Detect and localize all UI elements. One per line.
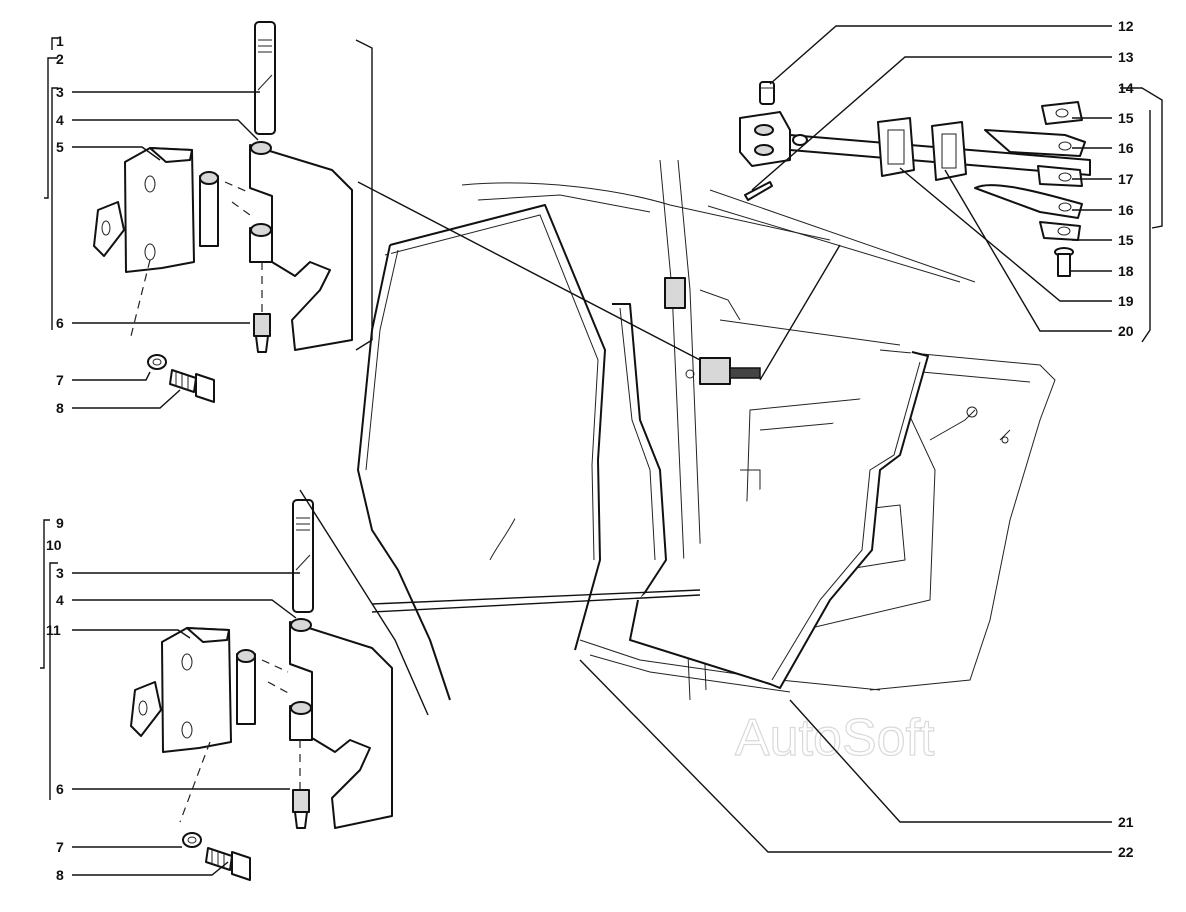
callout-18: 18 [1118, 263, 1134, 279]
callout-16: 16 [1118, 140, 1134, 156]
callout-3: 3 [56, 84, 64, 100]
callout-16-second: 16 [1118, 202, 1134, 218]
callout-19: 19 [1118, 293, 1134, 309]
callout-2: 2 [56, 51, 64, 67]
callout-21: 21 [1118, 814, 1134, 830]
callout-8-lower: 8 [56, 867, 64, 883]
leader-lines [40, 25, 1163, 876]
callout-7: 7 [56, 372, 64, 388]
door-check-exploded [739, 81, 1091, 277]
callout-12: 12 [1118, 18, 1134, 34]
callout-3-lower: 3 [56, 565, 64, 581]
callout-11: 11 [46, 622, 61, 638]
front-door-seal [629, 351, 929, 689]
upper-hinge-exploded [93, 21, 353, 403]
callout-15-second: 15 [1118, 232, 1134, 248]
callout-8: 8 [56, 400, 64, 416]
watermark: AutoSoft [735, 709, 935, 767]
lower-hinge-exploded [130, 499, 393, 881]
rear-door-seal [357, 204, 606, 701]
callout-20: 20 [1118, 323, 1134, 339]
callout-14: 14 [1118, 80, 1134, 96]
callout-labels: 1 2 3 4 5 6 7 8 9 10 3 4 11 6 7 8 12 13 … [46, 18, 1134, 883]
callout-22: 22 [1118, 844, 1134, 860]
callout-15: 15 [1118, 110, 1134, 126]
callout-9: 9 [56, 515, 64, 531]
callout-6-lower: 6 [56, 781, 64, 797]
callout-17: 17 [1118, 171, 1134, 187]
callout-10: 10 [46, 537, 62, 553]
callout-7-lower: 7 [56, 839, 64, 855]
callout-13: 13 [1118, 49, 1134, 65]
callout-4-lower: 4 [56, 592, 64, 608]
callout-6: 6 [56, 315, 64, 331]
callout-1: 1 [56, 33, 64, 49]
callout-5: 5 [56, 139, 64, 155]
callout-4: 4 [56, 112, 64, 128]
